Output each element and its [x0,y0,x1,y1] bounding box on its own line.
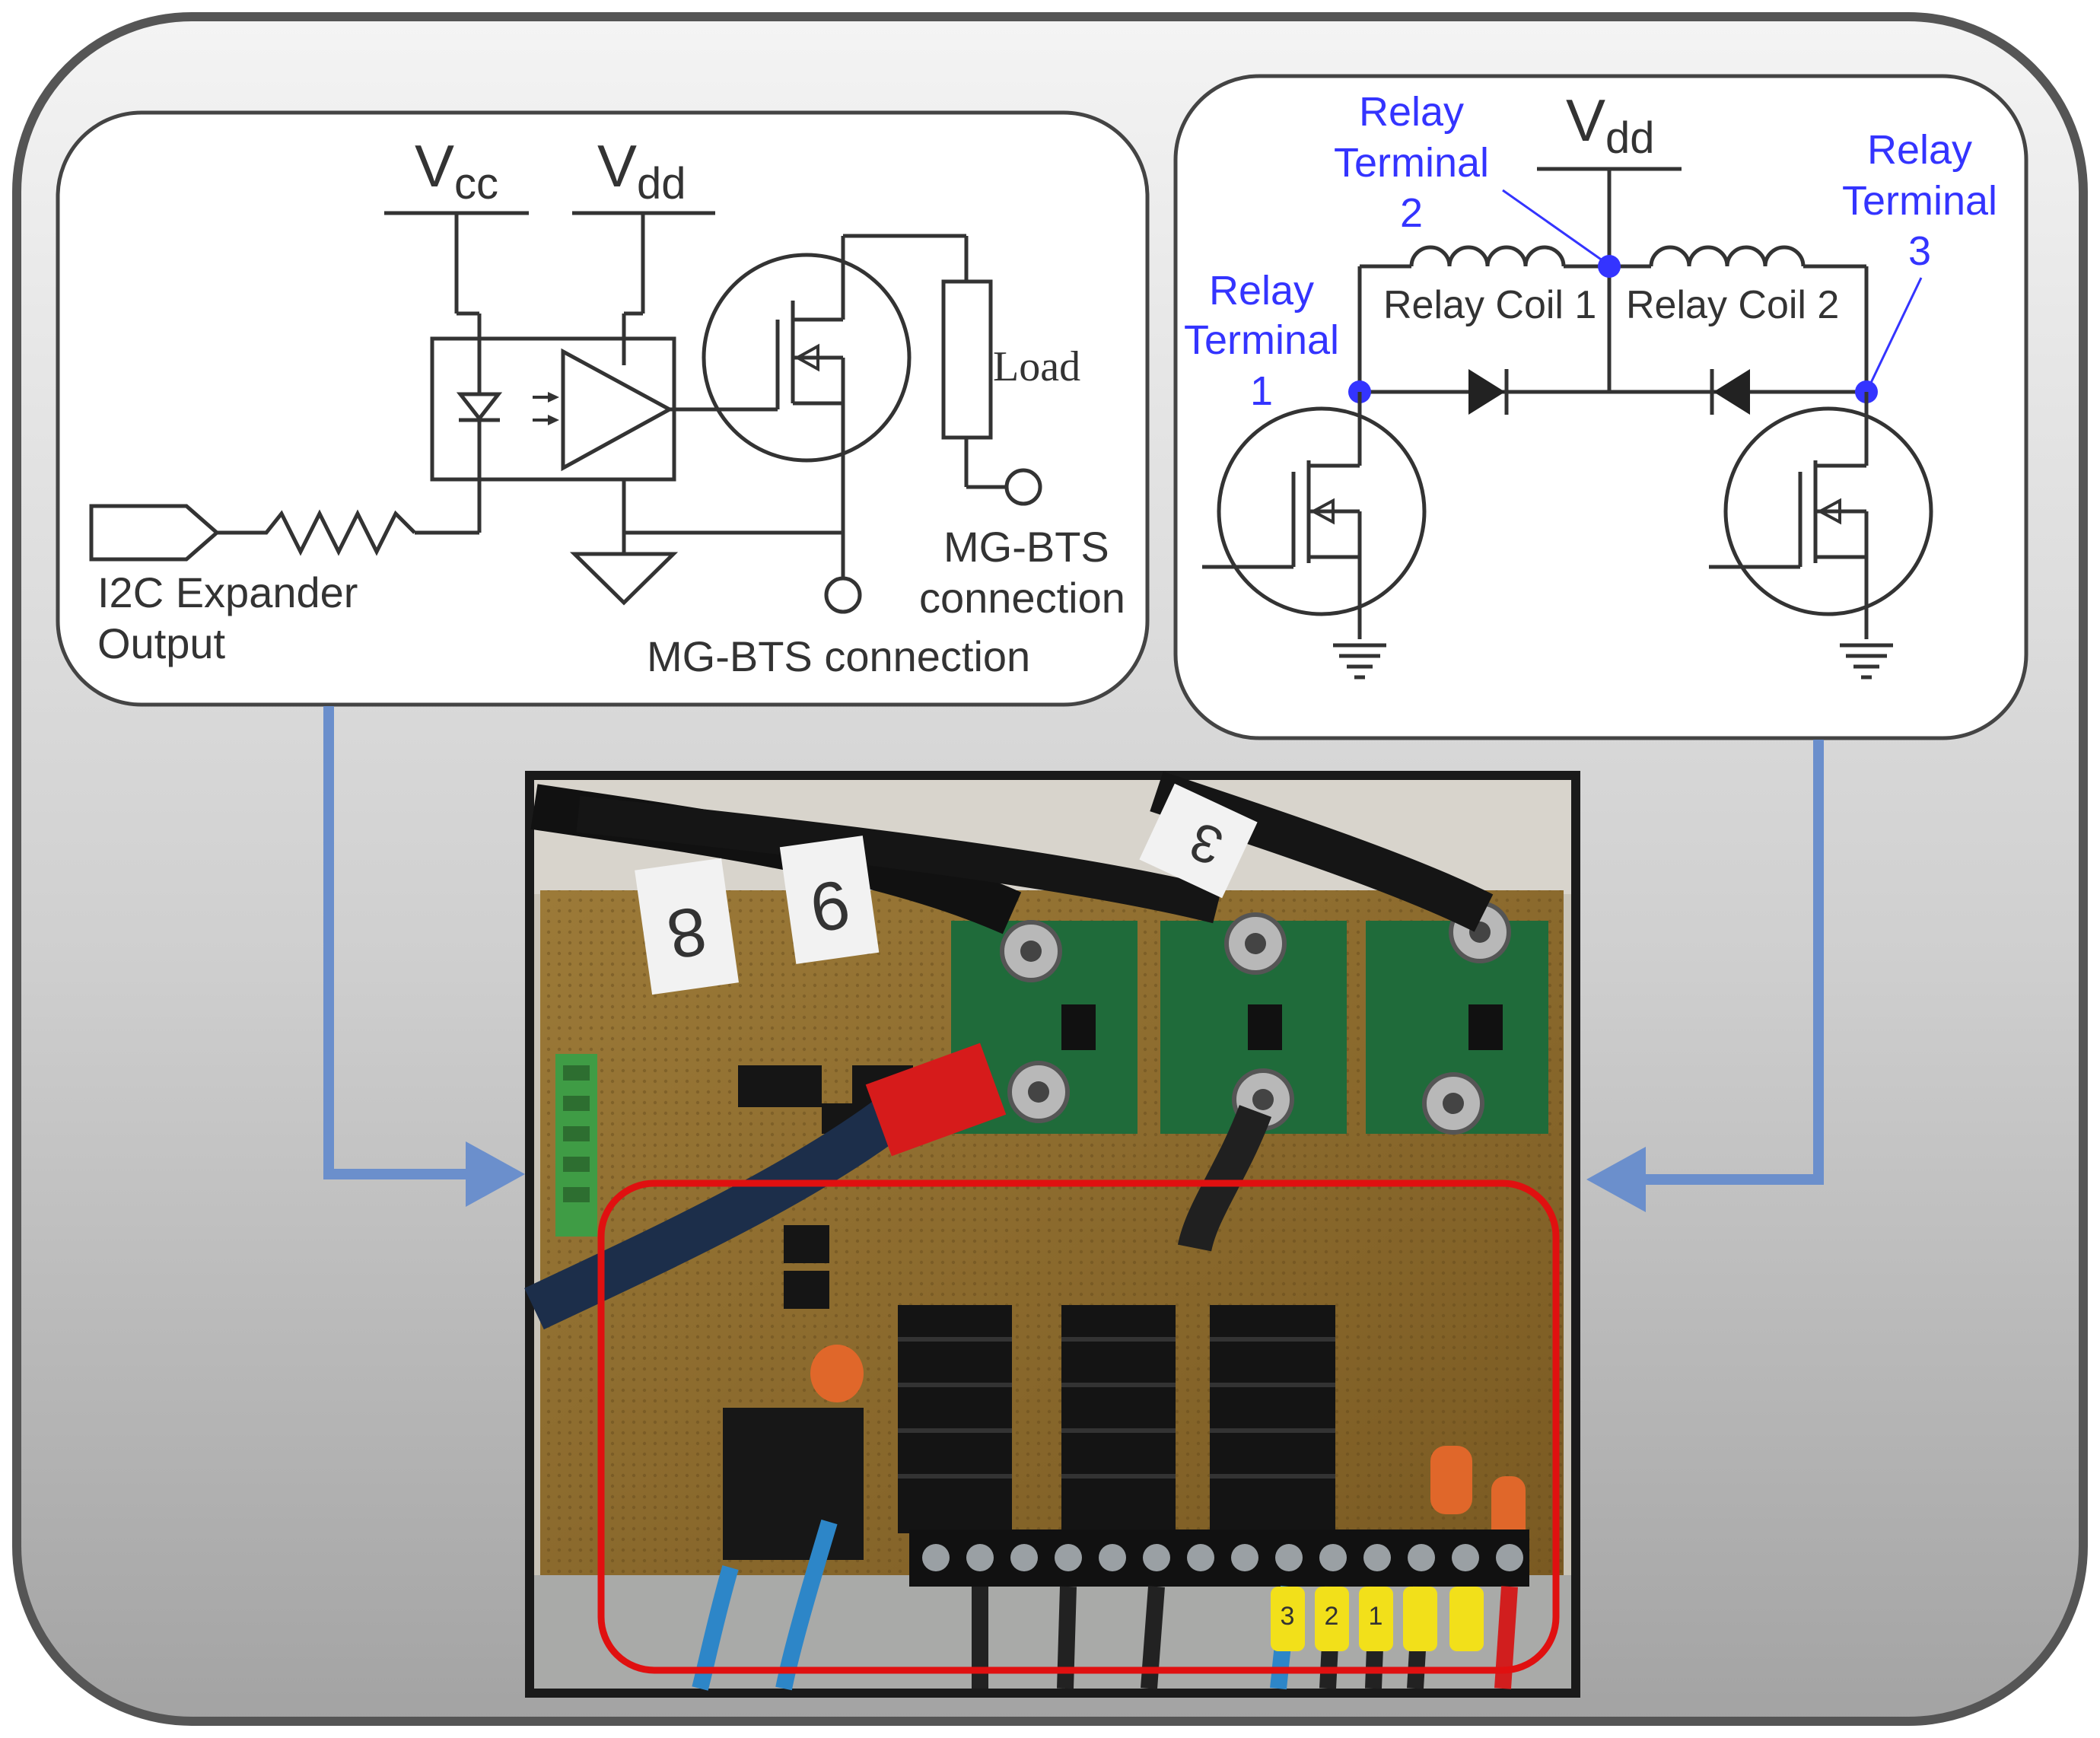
conn-right-line2: connection [919,574,1125,622]
relay-board-2 [1160,912,1347,1134]
vdd-label-right: Vdd [1566,87,1655,163]
svg-text:Relay: Relay [1867,127,1972,173]
terminal2-label: Relay Terminal 2 [1334,89,1489,236]
mosfet-icon-right-2 [1709,392,1933,639]
svg-text:Terminal: Terminal [1334,140,1489,186]
svg-text:1: 1 [1250,368,1273,414]
relay-board-3 [1366,901,1548,1135]
diode-icon-2 [1713,369,1750,415]
relay-coil-2-icon [1649,245,1806,267]
left-schematic-panel: Vcc Vdd [56,110,1150,707]
power-relay [723,1408,864,1560]
terminal-circle-bottom [824,576,862,614]
resistor-icon [217,509,416,556]
conn-bottom-label: MG-BTS connection [647,632,1030,680]
mosfet-icon-right-1 [1202,392,1427,639]
ground-icon-left [569,552,679,606]
mosfet-icon-left [702,236,912,578]
diode-icon-1 [1468,369,1505,415]
conn-right-line1: MG-BTS [943,523,1109,571]
load-label: Load [993,343,1080,390]
cable-tag-3: 3 [1139,783,1258,899]
ferrule-marker-3: 3 [1281,1602,1295,1631]
relay-board-1 [951,920,1138,1134]
svg-text:Terminal: Terminal [1184,317,1339,363]
led-icon [456,339,559,479]
ground-icon-right-1 [1333,643,1386,680]
arrow-right [1586,740,1824,1212]
svg-text:Terminal: Terminal [1842,178,1997,224]
relay-coil-1-icon [1409,245,1566,267]
svg-text:3: 3 [1908,228,1931,274]
vcc-label: Vcc [415,132,498,208]
input-connector-icon [89,504,220,562]
coil1-label: Relay Coil 1 [1383,283,1596,327]
svg-text:2: 2 [1400,190,1423,236]
ferrule-marker-1: 1 [1369,1602,1383,1631]
ground-icon-right-2 [1840,643,1893,680]
amplifier-icon [561,348,674,472]
right-schematic-panel: Vdd Relay Coil 1 Relay Coil 2 [1173,74,2028,740]
terminal1-label: Relay Terminal 1 [1184,268,1339,414]
hardware-photo: 8 9 3 [524,771,1580,1698]
coil2-label: Relay Coil 2 [1626,283,1839,327]
vdd-label-left: Vdd [597,132,686,208]
highlight-rectangle [597,1179,1560,1674]
terminal-circle-right [1004,468,1042,506]
terminal-strip [909,1530,1529,1587]
cable-tag-9: 9 [779,836,880,964]
input-label-line1: I2C Expander [97,568,358,616]
arrow-left [323,706,525,1207]
ferrule-marker-2: 2 [1325,1602,1339,1631]
terminal3-label: Relay Terminal 3 [1842,127,1997,274]
input-label-line2: Output [97,619,226,667]
cable-tag-8: 8 [635,858,739,995]
svg-text:Relay: Relay [1359,89,1464,135]
svg-text:Relay: Relay [1209,268,1314,314]
